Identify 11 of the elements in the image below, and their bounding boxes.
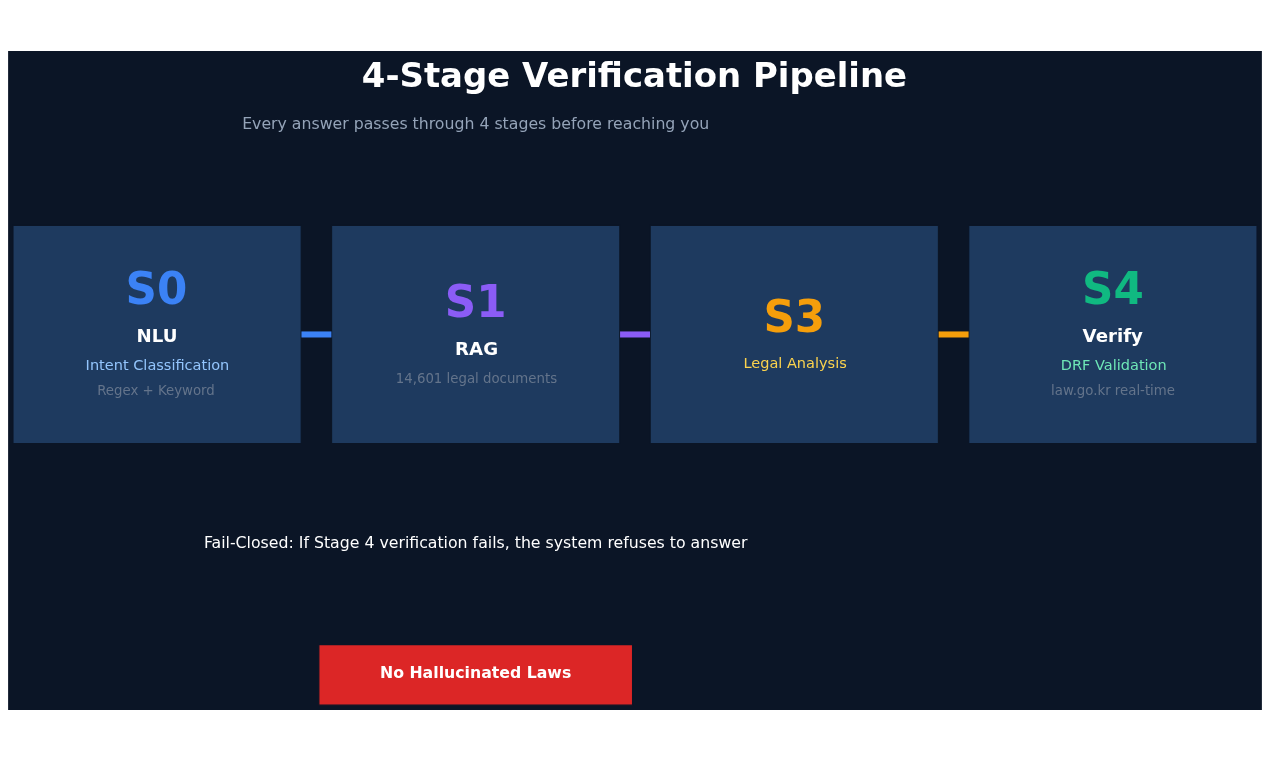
node-box: S3 Legal Analysis xyxy=(649,224,940,444)
node-box: S4 Verify DRF Validation law.go.kr real-time xyxy=(968,224,1258,444)
node-box: No Hallucinated Laws xyxy=(318,643,634,706)
node-box: S1 RAG 14,601 legal documents xyxy=(330,224,621,444)
label: Fail-Closed: If Stage 4 verification fails, the system refuses to answer xyxy=(203,532,748,552)
diagram-title: 4-Stage Verification Pipeline xyxy=(361,55,908,95)
connector xyxy=(301,330,332,337)
connector xyxy=(938,330,969,337)
label: Every answer passes through 4 stages before reaching you xyxy=(242,113,710,133)
node-box: S0 NLU Intent Classification Regex + Keyword xyxy=(12,224,302,444)
connector xyxy=(620,330,650,337)
